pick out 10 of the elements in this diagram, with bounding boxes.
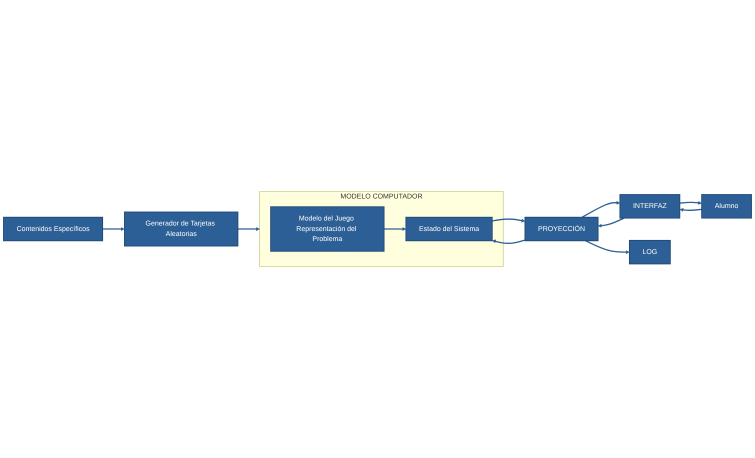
arrow bbox=[238, 227, 260, 231]
arrow bbox=[585, 240, 630, 254]
arrow bbox=[680, 200, 702, 205]
arrow bbox=[598, 218, 624, 228]
arrow bbox=[582, 200, 620, 218]
arrow bbox=[492, 239, 526, 244]
arrow bbox=[384, 227, 406, 231]
arrow bbox=[680, 208, 702, 212]
arrow bbox=[492, 218, 526, 222]
arrow bbox=[102, 227, 125, 231]
